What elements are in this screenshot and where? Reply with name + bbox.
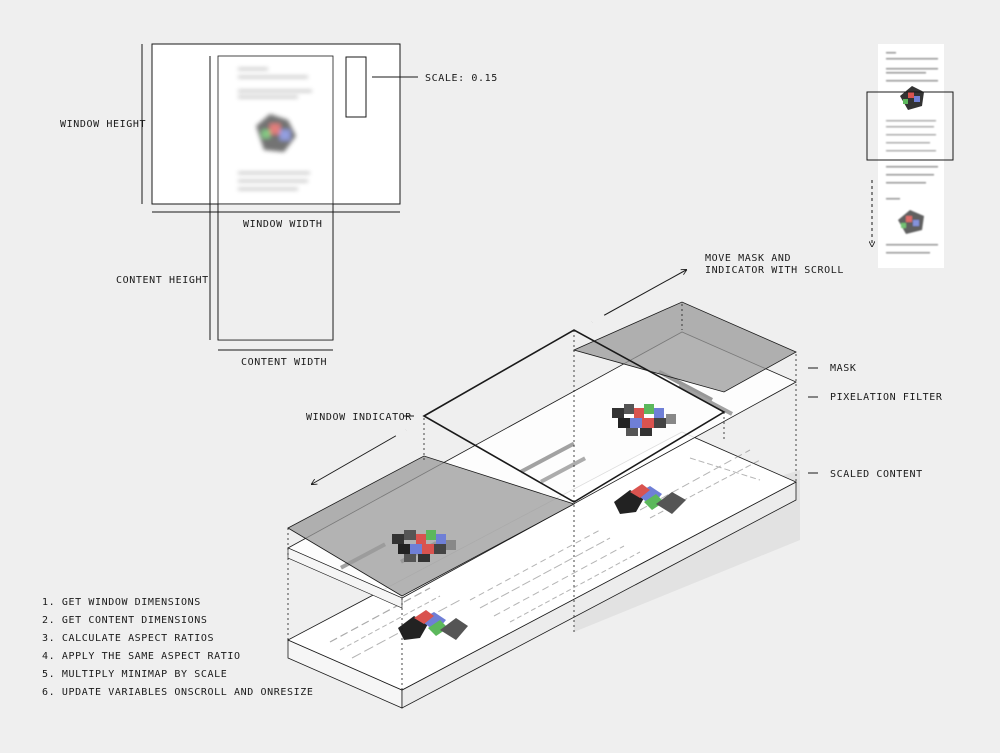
window-width-label: WINDOW WIDTH: [243, 219, 322, 230]
step-item: 4. APPLY THE SAME ASPECT RATIO: [42, 651, 241, 662]
pixelated-image-left: [392, 530, 456, 562]
window-indicator-label: WINDOW INDICATOR: [306, 412, 412, 423]
window-frame-diagram: SCALE: 0.15 WINDOW HEIGHT WINDOW WIDTH C…: [60, 43, 498, 368]
content-below-window: [217, 203, 334, 341]
content-height-label: CONTENT HEIGHT: [116, 275, 209, 286]
pixelation-filter-label: PIXELATION FILTER: [830, 392, 943, 403]
scroll-arrow-up: [591, 270, 686, 323]
scaled-content-image-right: [614, 484, 686, 514]
mask-layer: [287, 301, 797, 597]
step-item: 2. GET CONTENT DIMENSIONS: [42, 615, 208, 626]
layer-guides: [287, 304, 797, 690]
window-height-label: WINDOW HEIGHT: [60, 119, 146, 130]
layer-stack: MOVE MASK AND INDICATOR WITH SCROLL MASK…: [287, 253, 943, 709]
move-mask-label-line1: MOVE MASK AND: [705, 253, 791, 264]
blurred-page-preview: [238, 68, 312, 190]
minimap-indicator-small: [345, 56, 367, 118]
steps-list: 1. GET WINDOW DIMENSIONS 2. GET CONTENT …: [42, 594, 313, 702]
scaled-content-image-left: [398, 610, 468, 640]
minimap-window-indicator: [866, 91, 954, 161]
mask-label: MASK: [830, 363, 856, 374]
mask-region-bottom: [287, 455, 576, 597]
scale-label: SCALE: 0.15: [425, 73, 498, 84]
move-mask-label-line2: INDICATOR WITH SCROLL: [705, 265, 844, 276]
scroll-arrow-down: [312, 429, 407, 484]
scaled-content-label: SCALED CONTENT: [830, 469, 923, 480]
minimap-preview: [866, 44, 954, 268]
step-item: 1. GET WINDOW DIMENSIONS: [42, 597, 201, 608]
pixelated-image-right: [612, 404, 676, 436]
minimap-image-bottom: [898, 210, 924, 234]
mask-region-top: [572, 301, 797, 393]
content-width-label: CONTENT WIDTH: [241, 357, 327, 368]
step-item: 6. UPDATE VARIABLES ONSCROLL AND ONRESIZ…: [42, 687, 314, 698]
step-item: 3. CALCULATE ASPECT RATIOS: [42, 633, 215, 644]
step-item: 5. MULTIPLY MINIMAP BY SCALE: [42, 669, 228, 680]
